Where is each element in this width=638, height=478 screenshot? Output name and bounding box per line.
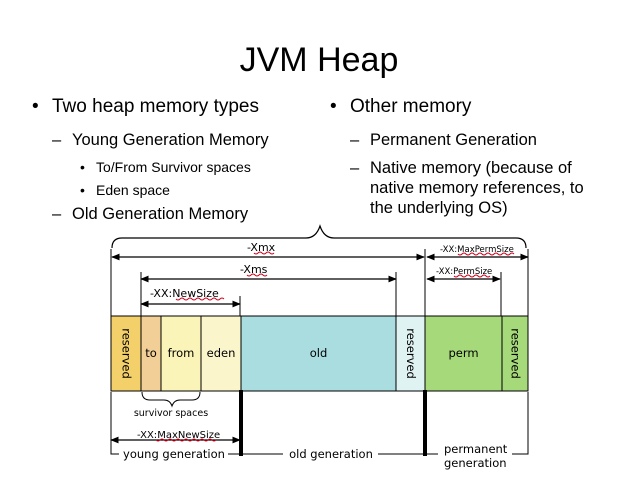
segment-perm — [424, 315, 503, 392]
old-perm-divider — [423, 390, 427, 456]
permsize-label: -XX:PermSize — [436, 267, 492, 277]
segment-to-label: to — [145, 346, 157, 360]
xmx-flag: Xmx — [250, 241, 275, 254]
bullet-heap-types: Two heap memory types — [30, 96, 320, 118]
segment-reserved-old — [395, 315, 426, 392]
bullet-eden-space: Eden space — [30, 181, 320, 199]
permsize-flag: PermSize — [453, 267, 492, 277]
segment-reserved-perm — [501, 315, 529, 392]
old-generation-label: old generation — [289, 447, 373, 461]
segment-from-label: from — [168, 346, 195, 360]
xmx-underline — [253, 251, 275, 255]
segment-reserved-old-label: reserved — [404, 328, 418, 379]
permanent-generation-label-2: generation — [444, 456, 507, 470]
bullet-other-memory: Other memory — [328, 96, 628, 118]
maxpermsize-underline — [457, 252, 515, 256]
maxnewsize-flag: MaxNewSize — [157, 430, 220, 441]
segment-eden — [200, 315, 242, 392]
segment-reserved-perm-label: reserved — [509, 328, 523, 379]
segment-perm-label: perm — [448, 346, 478, 360]
right-column: Other memory Permanent Generation Native… — [328, 96, 628, 226]
bullet-old-generation: Old Generation Memory — [30, 204, 320, 224]
segment-reserved-young-label: reserved — [120, 328, 134, 379]
newsize-flag: NewSize — [172, 287, 219, 300]
segment-from — [160, 315, 202, 392]
young-old-divider — [239, 390, 243, 456]
xms-label: -Xms — [240, 263, 268, 276]
young-generation-label: young generation — [123, 447, 225, 461]
survivor-label: survivor spaces — [134, 408, 208, 419]
xmx-label: -Xmx — [247, 241, 276, 254]
maxpermsize-flag: MaxPermSize — [457, 245, 514, 255]
survivor-brace — [141, 391, 201, 408]
bullet-permanent-generation: Permanent Generation — [328, 130, 628, 150]
permanent-generation-label-1: permanent — [444, 442, 508, 456]
xms-underline — [246, 273, 268, 277]
xms-flag: Xms — [243, 263, 267, 276]
bullet-native-memory: Native memory (because of native memory … — [328, 158, 600, 218]
bullet-young-generation: Young Generation Memory — [30, 130, 320, 150]
segment-eden-label: eden — [207, 346, 236, 360]
newsize-label: -XX:NewSize — [150, 287, 219, 300]
permsize-underline — [453, 274, 491, 278]
segment-old-label: old — [310, 346, 328, 360]
maxpermsize-label: -XX:MaxPermSize — [440, 245, 514, 255]
newsize-underline — [175, 297, 225, 301]
young-bracket-left — [110, 392, 119, 455]
segment-old — [240, 315, 397, 392]
left-column: Two heap memory types Young Generation M… — [30, 96, 320, 232]
heap-brace — [111, 224, 527, 249]
bullet-survivor-spaces: To/From Survivor spaces — [30, 158, 320, 176]
maxnewsize-label: -XX:MaxNewSize — [137, 430, 220, 441]
slide-title: JVM Heap — [239, 41, 399, 79]
perm-bracket-right — [512, 392, 529, 455]
segment-reserved-young — [110, 315, 142, 392]
maxnewsize-underline — [155, 438, 217, 442]
